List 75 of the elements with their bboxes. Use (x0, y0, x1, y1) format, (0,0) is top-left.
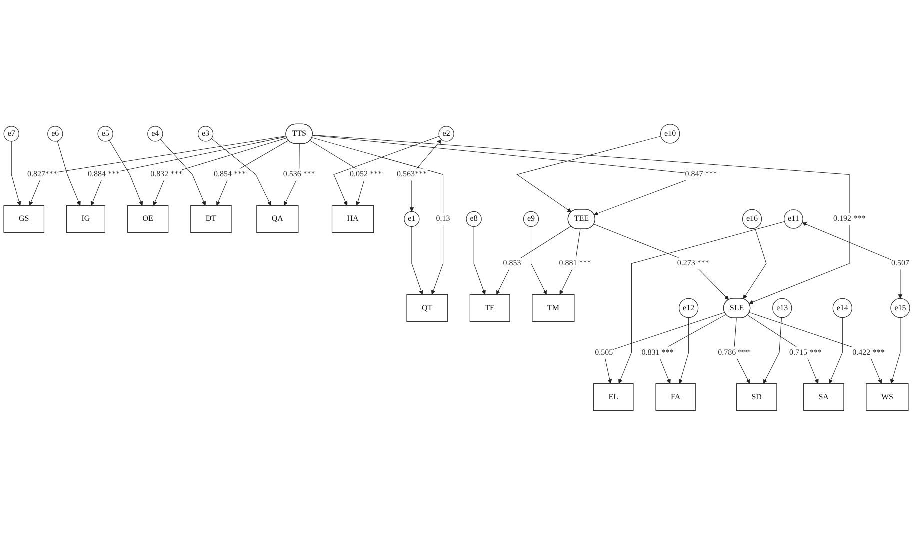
edge-label: 0.853 (503, 259, 522, 268)
arrow (516, 136, 662, 213)
arrow (11, 141, 22, 206)
edge-label: 0.786 *** (718, 348, 750, 357)
node-box: WS (866, 383, 909, 412)
node-box: TM (532, 294, 575, 322)
node-circle: e2 (438, 126, 454, 142)
edge-label: 0.536 *** (283, 170, 316, 179)
arrow (57, 140, 81, 206)
node-box: TE (470, 294, 510, 322)
node-circle: e8 (466, 211, 482, 228)
arrow (312, 134, 850, 304)
arrow (153, 138, 288, 206)
node-circle: e16 (742, 209, 762, 230)
node-circle: e4 (148, 126, 164, 142)
node-box: QA (256, 205, 299, 234)
arrow (412, 226, 424, 295)
arrow (748, 315, 819, 384)
edge-label: 0.827*** (28, 170, 58, 179)
node-circle: e14 (832, 298, 852, 318)
arrow (743, 228, 767, 300)
edge-label: 0.854 *** (214, 170, 246, 179)
arrow (802, 222, 903, 299)
node-box: GS (4, 205, 45, 234)
arrow (594, 224, 730, 300)
arrow (749, 312, 882, 384)
edge-label: 0.052 *** (350, 170, 382, 179)
node-circle: e10 (660, 124, 680, 144)
arrow (109, 140, 144, 206)
node-box: FA (656, 383, 696, 412)
arrow (829, 318, 843, 384)
edge-label: 0.715 *** (789, 348, 822, 357)
arrow (29, 136, 287, 206)
node-circle: e11 (784, 210, 804, 229)
arrow (657, 314, 726, 384)
node-box: SD (736, 383, 778, 412)
arrow (334, 136, 440, 206)
edge-label: 0.881 *** (559, 259, 592, 268)
edge-label: 0.832 *** (150, 170, 183, 179)
node-circle: e12 (679, 298, 699, 318)
edge-label: 0.505 (595, 348, 614, 357)
node-box: SA (803, 383, 844, 412)
arrow (764, 318, 782, 384)
edge-label: 0.13 (436, 214, 450, 224)
arrow (160, 139, 206, 206)
arrow (531, 226, 547, 295)
node-circle: e3 (198, 126, 214, 142)
arrow (90, 136, 287, 206)
node-box: HA (332, 205, 374, 234)
node-box: EL (593, 383, 634, 412)
arrow (211, 138, 272, 206)
arrow (474, 226, 486, 295)
node-circle: e7 (4, 126, 20, 142)
edge-label: 0.422 *** (852, 348, 885, 357)
node-circle: e15 (890, 298, 910, 318)
node-box: IG (66, 205, 106, 234)
node-circle: e13 (772, 298, 792, 318)
arrow (890, 318, 901, 384)
arrow (604, 312, 726, 384)
edge-label: 0.563*** (396, 170, 427, 179)
edge-label: 0.192 *** (834, 214, 866, 224)
node-circle: e6 (48, 126, 64, 142)
arrow (496, 226, 572, 295)
edge-label: 0.831 *** (642, 348, 674, 357)
node-box: DT (190, 205, 232, 234)
arrow (678, 318, 690, 384)
edge-label: 0.884 *** (88, 170, 120, 179)
node-circle: e9 (523, 211, 540, 228)
edge-label: 0.507 (891, 259, 910, 268)
node-box: OE (127, 205, 169, 234)
node-box: QT (406, 294, 448, 322)
edge-label: 0.847 *** (685, 170, 718, 179)
node-circle: e1 (404, 211, 420, 228)
edge-label: 0.273 *** (677, 259, 710, 268)
node-circle: e5 (98, 126, 114, 142)
